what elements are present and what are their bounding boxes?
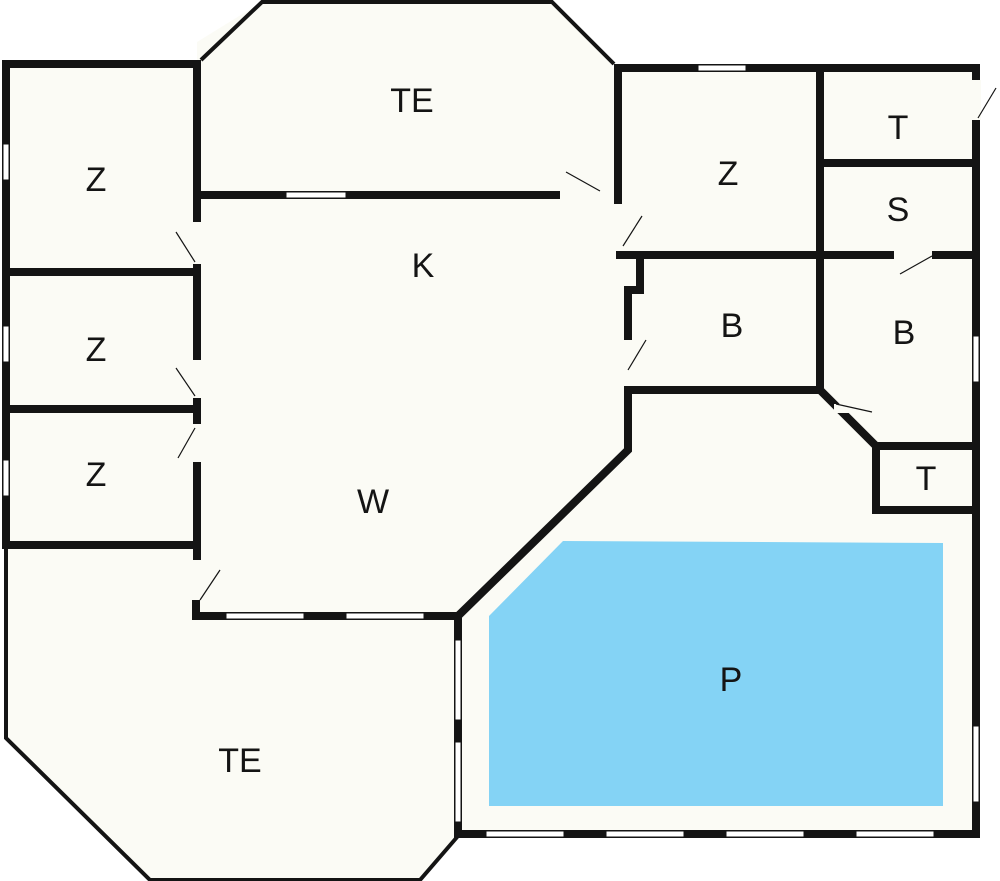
floor-terrace-top — [197, 2, 612, 195]
door-leaf-4 — [177, 427, 196, 459]
window-14 — [972, 335, 980, 383]
door-gap-1 — [560, 191, 612, 200]
window-3 — [2, 143, 10, 181]
window-1 — [285, 191, 347, 199]
window-15 — [972, 725, 980, 803]
label-bedroom-3: Z — [86, 456, 107, 494]
terrace-outlines — [4, 0, 616, 881]
door-gap-6 — [614, 205, 623, 249]
door-gap-7 — [624, 340, 633, 372]
window-6 — [225, 612, 305, 620]
label-bedroom-1: Z — [86, 161, 107, 199]
terrace-top-outline — [199, 0, 616, 66]
label-kitchen: K — [412, 247, 435, 285]
window-9 — [454, 741, 462, 823]
label-bathroom-1: B — [721, 307, 744, 345]
window-7 — [345, 612, 425, 620]
windows — [2, 64, 980, 838]
window-8 — [454, 639, 462, 721]
label-bedroom-2: Z — [86, 331, 107, 369]
floor-terrace-bottom — [6, 545, 458, 880]
wall-pool-left — [454, 64, 980, 838]
label-pool: P — [720, 661, 743, 699]
label-bedroom-4: Z — [718, 155, 739, 193]
door-gap-3 — [193, 360, 202, 398]
window-10 — [485, 830, 565, 838]
door-leaf-8 — [899, 255, 933, 275]
door-gap-9 — [834, 404, 866, 413]
window-4 — [2, 325, 10, 363]
label-terrace-top: TE — [390, 82, 433, 120]
room-labels: TE Z Z Z Z K W T S B B T P TE — [86, 82, 937, 780]
door-leaf-9 — [835, 403, 873, 413]
door-gap-10 — [972, 80, 981, 120]
door-leaf-5 — [199, 569, 221, 601]
wall-living-diagonal — [452, 388, 632, 622]
door-gap-8 — [894, 251, 932, 260]
label-storage: S — [887, 191, 910, 229]
window-13 — [855, 830, 935, 838]
window-11 — [605, 830, 685, 838]
wall-toilet2 — [872, 442, 980, 514]
label-toilet-2: T — [916, 460, 937, 498]
label-living-room: W — [357, 483, 389, 521]
doors — [175, 80, 997, 601]
window-12 — [725, 830, 805, 838]
pool-basin — [489, 541, 943, 806]
door-gap-5 — [192, 560, 201, 600]
door-leaf-7 — [627, 339, 647, 371]
window-2 — [697, 64, 747, 72]
door-gap-2 — [193, 222, 202, 264]
door-gap-4 — [193, 424, 202, 462]
door-leaf-10 — [977, 87, 997, 119]
label-terrace-bottom: TE — [218, 742, 261, 780]
terrace-bottom-outline — [4, 545, 460, 881]
wall-left-outer — [2, 60, 201, 549]
wall-step — [616, 251, 644, 344]
door-leaf-3 — [175, 367, 196, 397]
label-bathroom-2: B — [893, 314, 916, 352]
label-toilet-1: T — [888, 109, 909, 147]
door-leaf-2 — [175, 231, 196, 263]
window-5 — [2, 459, 10, 497]
door-leaf-6 — [622, 215, 643, 247]
door-leaf-1 — [565, 171, 601, 192]
